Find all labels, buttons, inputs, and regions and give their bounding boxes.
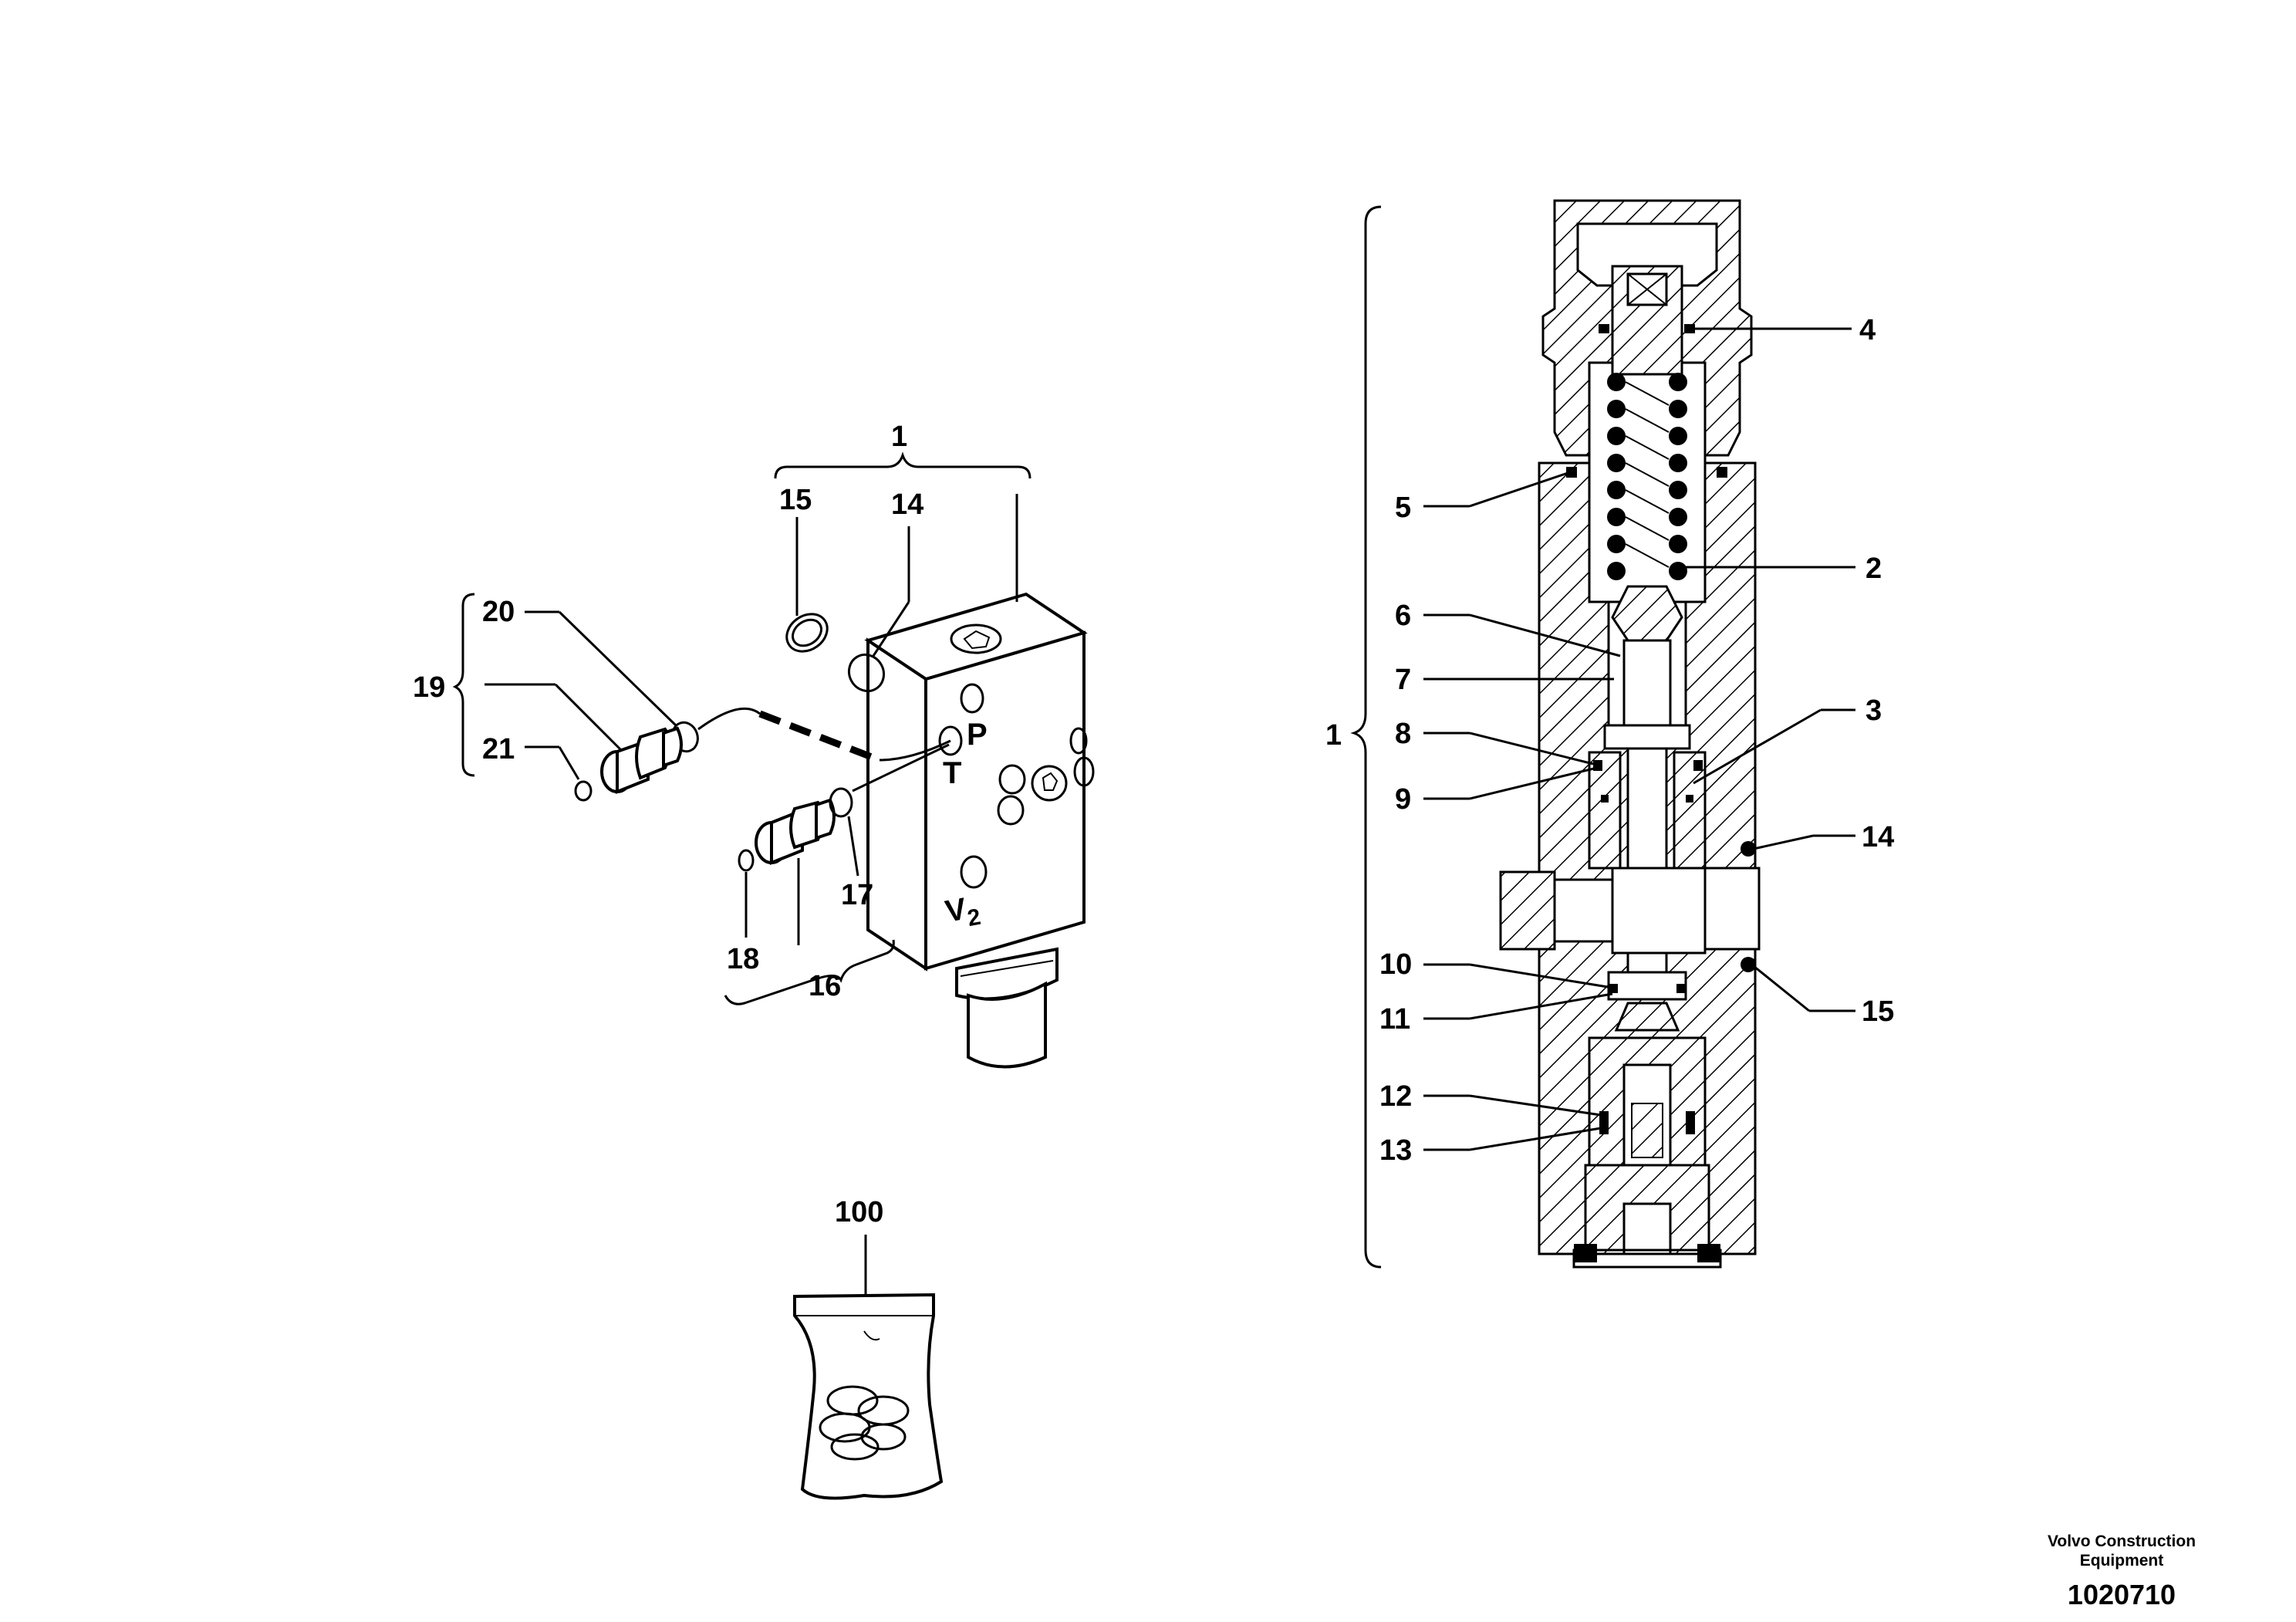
port-label-t: T xyxy=(943,756,961,790)
callout-19: 19 xyxy=(413,671,445,704)
callout-15-left: 15 xyxy=(779,484,812,516)
callout-11: 11 xyxy=(1379,1003,1410,1036)
port-label-p: P xyxy=(967,718,988,752)
o-ring-14 xyxy=(847,653,886,693)
callout-14-right: 14 xyxy=(1862,821,1894,853)
exploded-valve-view: P T V2 1 15 14 19 20 21 xyxy=(413,421,1095,1069)
document-number: 1020710 xyxy=(2067,1579,2176,1610)
valve-section-view: 1 xyxy=(1325,199,1761,1269)
callout-3: 3 xyxy=(1866,694,1882,727)
port-label-v2: V2 xyxy=(943,890,983,935)
callout-20: 20 xyxy=(482,596,515,628)
callout-15-right: 15 xyxy=(1862,995,1894,1028)
fitting-16 xyxy=(755,798,836,865)
brand-line-1: Volvo Construction xyxy=(2047,1532,2196,1550)
callout-18: 18 xyxy=(727,943,759,975)
callout-17: 17 xyxy=(841,879,873,911)
callout-12: 12 xyxy=(1379,1080,1412,1113)
side-plug xyxy=(1499,870,1556,951)
seal-ring-15 xyxy=(785,613,829,653)
callout-100: 100 xyxy=(835,1196,883,1228)
callout-13: 13 xyxy=(1379,1134,1412,1167)
callout-7: 7 xyxy=(1395,664,1411,696)
spring xyxy=(1607,373,1687,580)
callout-21: 21 xyxy=(482,733,515,765)
o-ring-21 xyxy=(574,780,593,802)
poppet xyxy=(1611,585,1683,642)
valve-block xyxy=(864,592,1095,1069)
callout-5: 5 xyxy=(1395,492,1411,524)
o-ring-18 xyxy=(738,849,755,872)
callout-10: 10 xyxy=(1379,948,1412,981)
callout-14-left: 14 xyxy=(891,488,923,521)
section-callouts: 4 2 3 14 15 5 6 7 8 9 10 11 12 xyxy=(1379,314,1894,1167)
callout-8: 8 xyxy=(1395,718,1411,750)
brand-caption: Volvo Construction Equipment xyxy=(1990,1532,2253,1570)
callout-9: 9 xyxy=(1395,783,1411,816)
callout-4: 4 xyxy=(1859,314,1876,346)
fitting-19 xyxy=(600,726,683,794)
group-brace-1 xyxy=(774,451,1032,479)
o-ring-17 xyxy=(829,787,853,818)
group-brace-16 xyxy=(724,939,895,1005)
callout-16: 16 xyxy=(809,970,841,1002)
callout-1-left: 1 xyxy=(891,421,907,453)
seal-kit-bag-100: 100 xyxy=(793,1196,944,1500)
callout-2: 2 xyxy=(1866,552,1882,585)
group-brace-1-section xyxy=(1350,205,1382,1269)
brand-line-2: Equipment xyxy=(2079,1552,2164,1570)
callout-6: 6 xyxy=(1395,600,1411,632)
callout-1-right: 1 xyxy=(1325,719,1342,752)
group-brace-19 xyxy=(452,593,475,777)
